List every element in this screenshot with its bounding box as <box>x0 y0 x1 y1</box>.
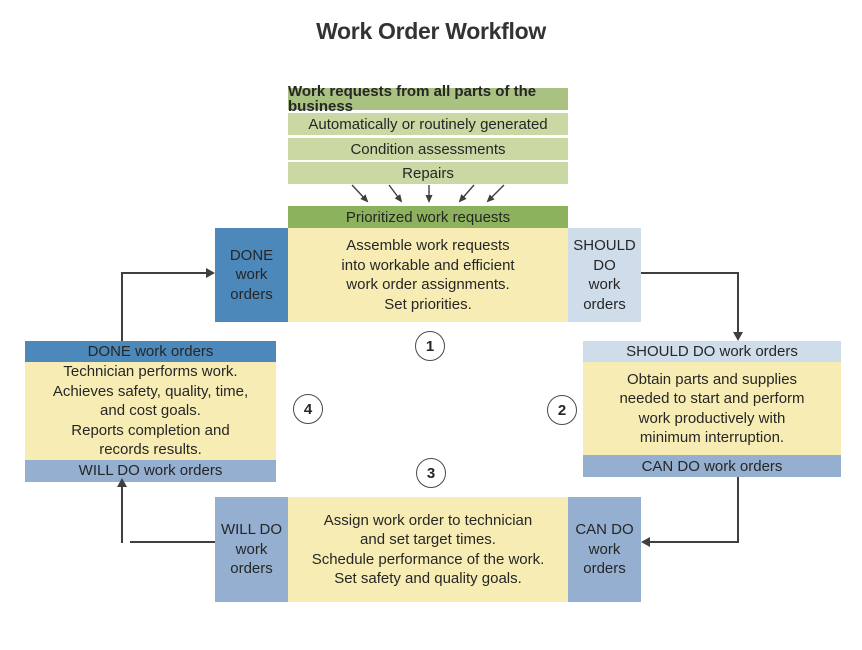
will-do-work-orders-output-cell: WILL DO work orders <box>215 497 288 602</box>
will-do-work-orders-footer: WILL DO work orders <box>25 459 276 482</box>
funnel-header-bar: Work requests from all parts of the busi… <box>288 84 568 114</box>
prioritized-work-requests-bar: Prioritized work requests <box>288 206 568 228</box>
arrowhead-left-icon <box>641 537 650 547</box>
can-do-work-orders-footer: CAN DO work orders <box>583 455 841 477</box>
connector-plan-to-prepare-vertical <box>737 272 739 333</box>
connector-plan-to-prepare-horizontal <box>641 272 739 274</box>
step-number-badge: 1 <box>415 331 445 361</box>
step-number-badge: 2 <box>547 395 577 425</box>
should-do-work-orders-output-cell: SHOULD DO work orders <box>568 228 641 322</box>
arrowhead-down-icon <box>733 332 743 341</box>
step-number-badge: 3 <box>416 458 446 488</box>
connector-schedule-to-execute-vertical <box>121 487 123 543</box>
step-4-execute-module: DONE work orders Technician performs wor… <box>25 341 276 482</box>
connector-schedule-to-execute-horizontal <box>130 541 215 543</box>
funnel-fan-arrows-icon <box>351 184 505 203</box>
connector-prepare-to-schedule-vertical <box>737 477 739 543</box>
can-do-work-orders-input-cell: CAN DO work orders <box>568 497 641 602</box>
step-4-description: Technician performs work. Achieves safet… <box>25 362 276 460</box>
funnel-source-bar: Repairs <box>288 162 568 184</box>
step-1-description: Assemble work requests into workable and… <box>288 228 568 322</box>
done-work-orders-header: DONE work orders <box>25 341 276 362</box>
step-2-prepare-module: SHOULD DO work orders Obtain parts and s… <box>583 341 841 477</box>
arrowhead-up-icon <box>117 478 127 487</box>
page-title: Work Order Workflow <box>316 18 546 44</box>
step-number-badge: 4 <box>293 394 323 424</box>
step-3-description: Assign work order to technician and set … <box>288 497 568 602</box>
connector-done-to-plan-vertical <box>121 273 123 341</box>
funnel-source-bar: Condition assessments <box>288 138 568 160</box>
arrowhead-right-icon <box>206 268 215 278</box>
connector-done-to-plan-horizontal <box>121 272 206 274</box>
funnel-source-bar: Automatically or routinely generated <box>288 113 568 135</box>
step-3-schedule-module: WILL DO work orders Assign work order to… <box>215 497 641 602</box>
done-work-orders-input-cell: DONE work orders <box>215 228 288 322</box>
should-do-work-orders-header: SHOULD DO work orders <box>583 341 841 362</box>
connector-prepare-to-schedule-horizontal <box>650 541 739 543</box>
step-2-description: Obtain parts and supplies needed to star… <box>583 362 841 455</box>
step-1-plan-module: DONE work orders Assemble work requests … <box>215 228 641 322</box>
